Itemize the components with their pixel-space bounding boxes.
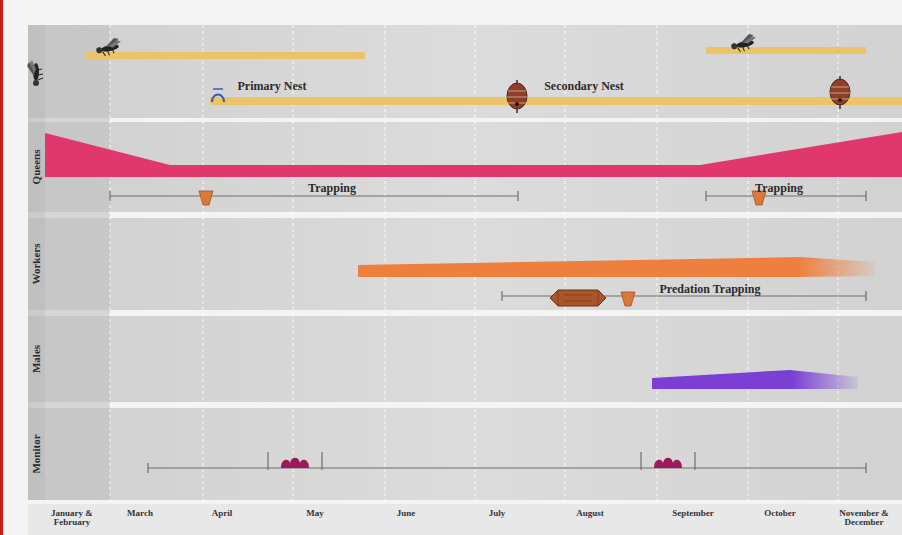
trapping-label: Predation Trapping: [659, 283, 760, 296]
caste-band: Males: [28, 316, 902, 402]
row-label: Monitor: [30, 434, 42, 473]
lifecycle-band: Primary Nest Secondary Nest: [28, 25, 902, 118]
nest-label: Primary Nest: [238, 80, 307, 93]
caste-band: WorkersPredation Trapping: [28, 218, 902, 310]
month-label: June: [371, 509, 441, 518]
trapping-label: Trapping: [308, 182, 356, 195]
trapping-label: Trapping: [755, 182, 803, 195]
month-label: July: [462, 509, 532, 518]
caste-band: Monitor: [28, 408, 902, 500]
month-label: August: [555, 509, 625, 518]
month-label: March: [105, 509, 175, 518]
row-label: Males: [30, 345, 42, 373]
month-label: May: [280, 509, 350, 518]
month-label: November & December: [836, 509, 892, 528]
row-label: Queens: [30, 150, 42, 185]
caste-band: QueensTrapping Trapping: [28, 122, 902, 212]
month-label: April: [187, 509, 257, 518]
month-label: September: [658, 509, 728, 518]
month-label: October: [745, 509, 815, 518]
nest-label: Secondary Nest: [544, 80, 624, 93]
row-label: Workers: [30, 244, 42, 285]
month-label: January & February: [44, 509, 100, 528]
